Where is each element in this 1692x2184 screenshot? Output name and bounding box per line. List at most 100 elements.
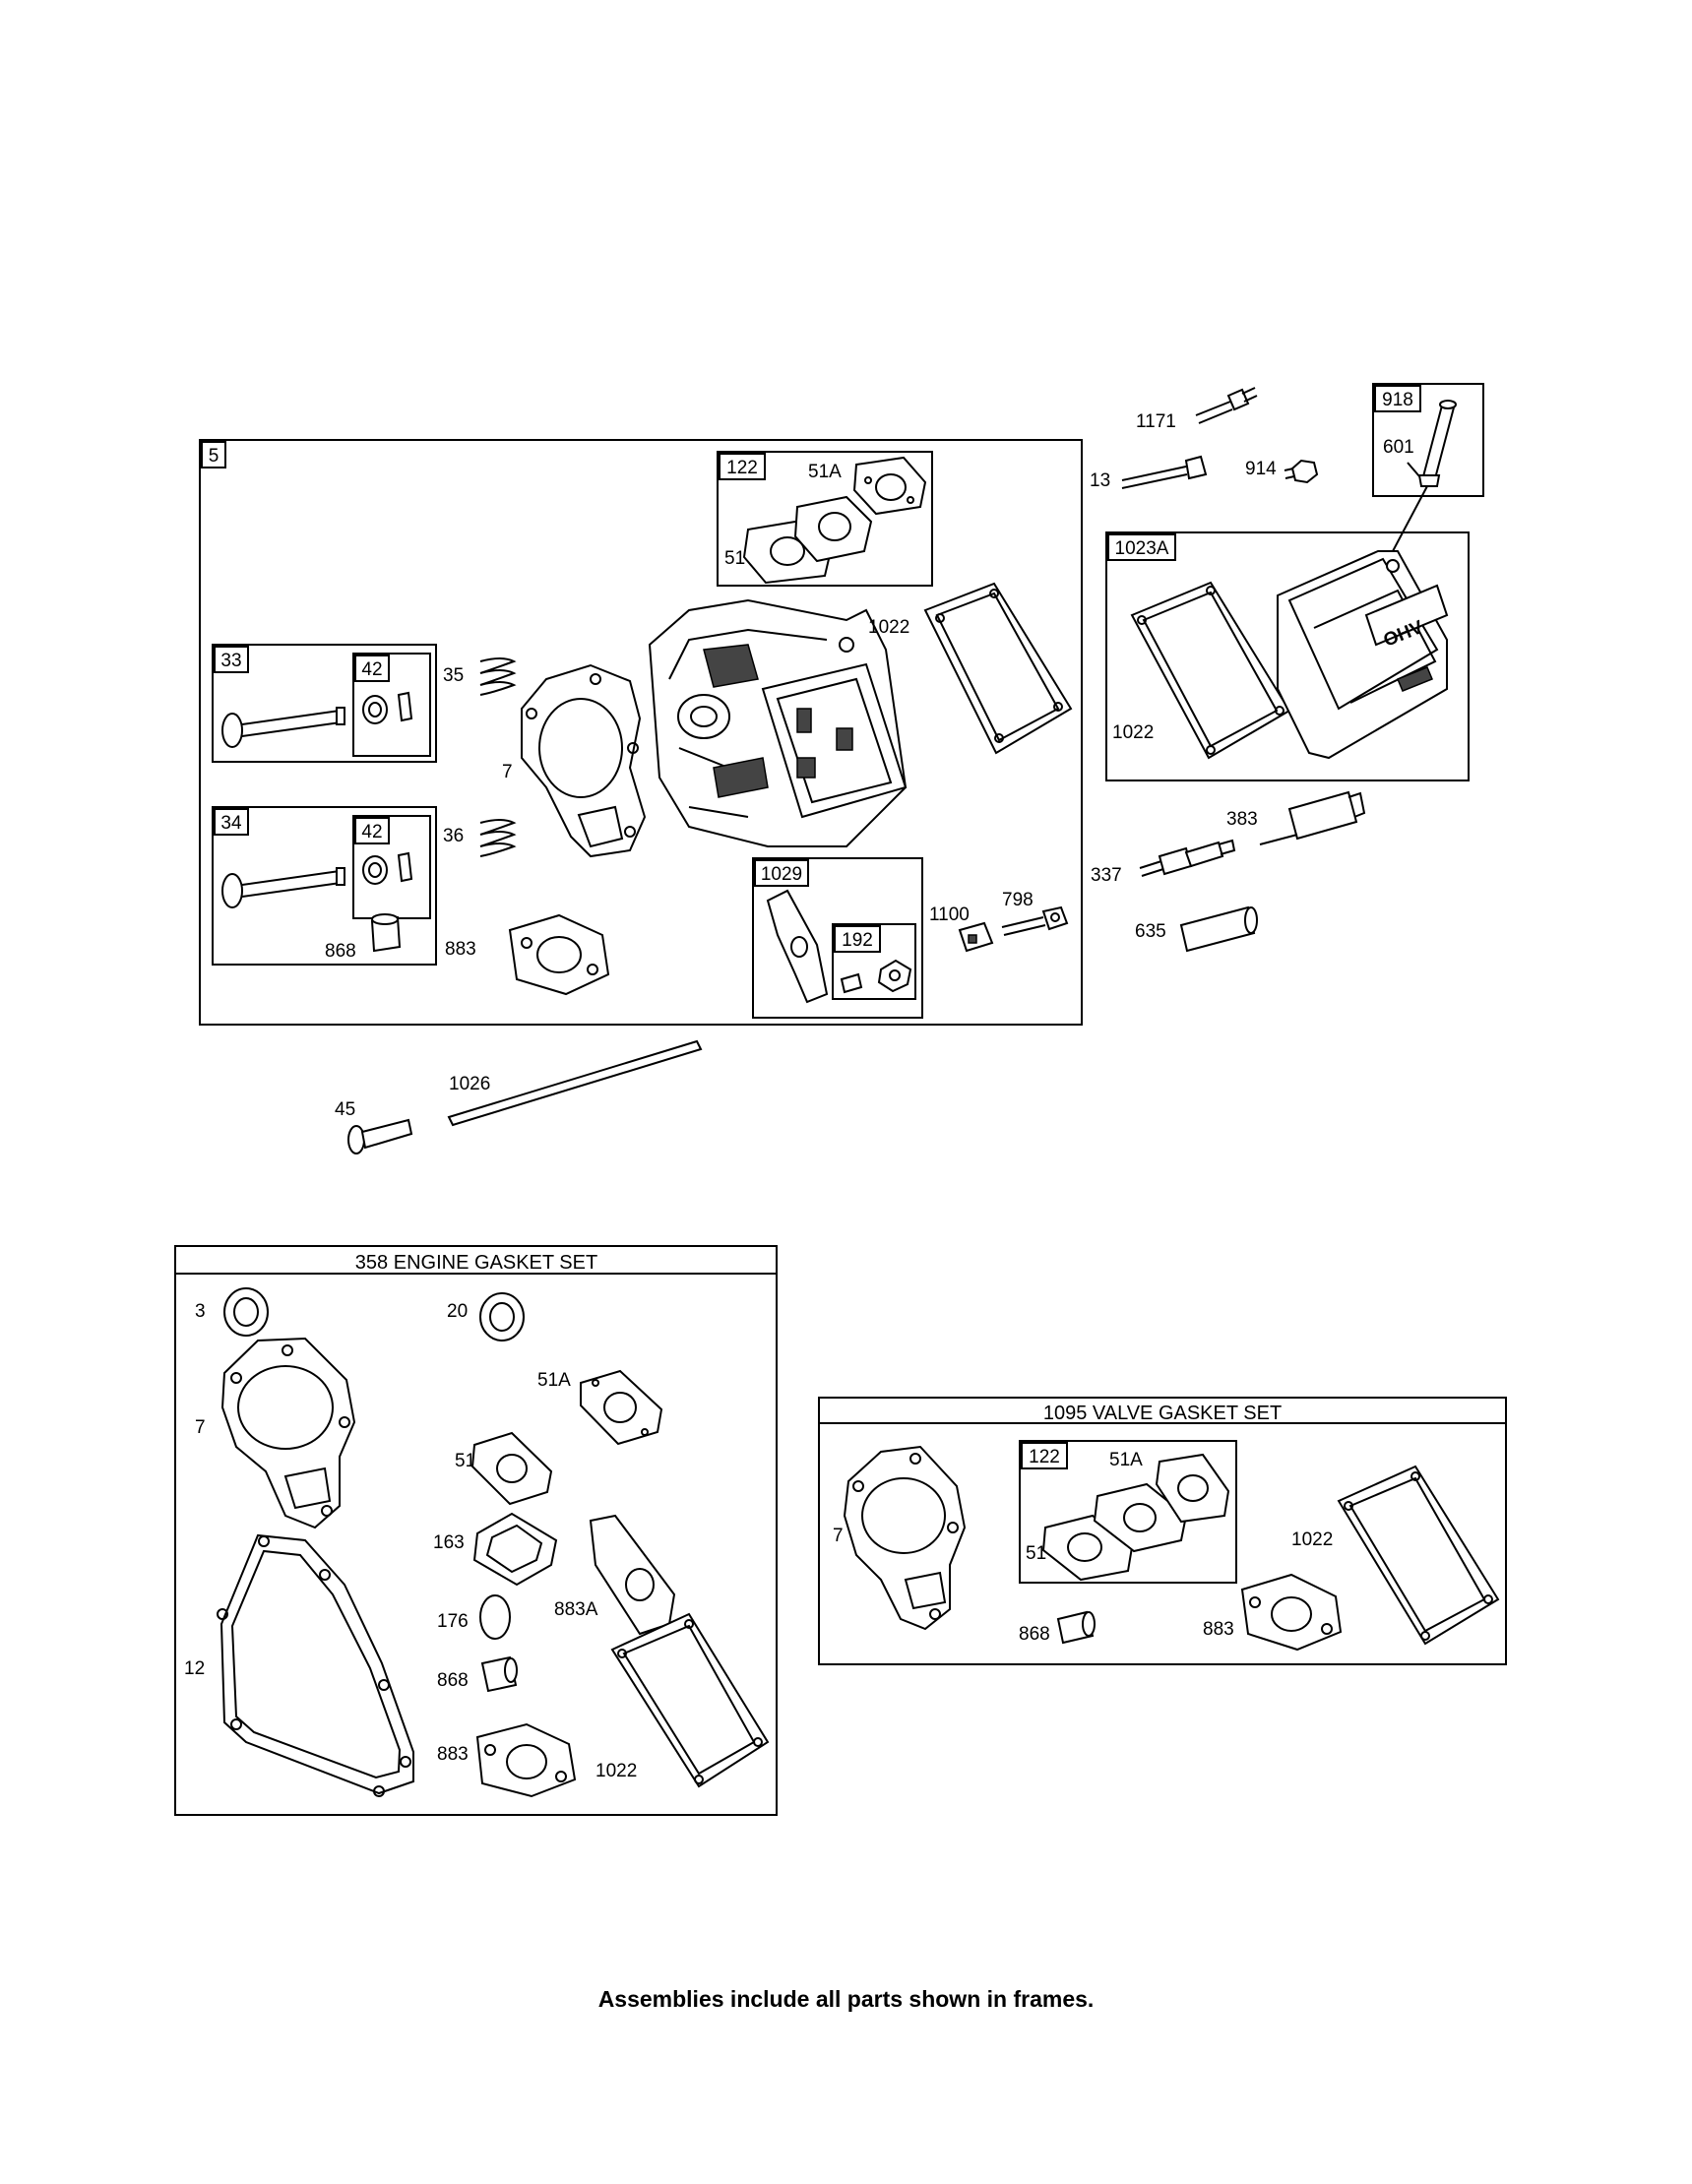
callout-914: 914 [1245, 459, 1277, 479]
callout-1026: 1026 [449, 1074, 490, 1094]
crankcase-gasket-part [217, 1533, 414, 1797]
vgs-callout-51a: 51A [1109, 1450, 1143, 1470]
egs-gasket-883-part [475, 1722, 577, 1798]
rocker-cover-gasket-part [923, 582, 1073, 755]
spark-plug-part [1139, 839, 1236, 877]
egs-gasket-51a-part [580, 1369, 663, 1446]
vgs-gasket-883-part [1240, 1573, 1343, 1652]
tag-breather-tube: 918 [1382, 390, 1413, 410]
engine-gasket-set-title: 358 ENGINE GASKET SET [355, 1252, 597, 1274]
seal-3-part [223, 1287, 269, 1337]
rocker-stud-part [1001, 905, 1069, 936]
vgs-callout-1022: 1022 [1291, 1529, 1333, 1550]
valve-cover-part: OHV [1277, 550, 1449, 760]
valve-spring-bottom [479, 819, 517, 857]
frame-valve-gasket-group [1019, 1440, 1237, 1584]
intake-gasket-part [742, 456, 927, 585]
callout-1100: 1100 [929, 905, 970, 925]
vgs-intake-gasket-part [1041, 1453, 1230, 1582]
callout-36: 36 [443, 826, 464, 846]
egs-callout-868: 868 [437, 1670, 469, 1691]
frame-valve-gasket-set [818, 1397, 1507, 1665]
frame-tag-exhaust-valve [214, 646, 249, 673]
tag-rocker-nut: 192 [842, 930, 873, 951]
frame-rocker-nut [832, 923, 916, 1000]
callout-1022-head: 1022 [868, 617, 909, 638]
egs-gasket-1022-part [610, 1612, 770, 1788]
frame-tag-rocker-nut [834, 925, 881, 953]
frame-tag-intake-valve [214, 808, 249, 836]
tag-intake-gaskets: 122 [726, 458, 758, 478]
valve-gasket-set-title: 1095 VALVE GASKET SET [1043, 1403, 1282, 1424]
intake-valve-part [221, 851, 413, 953]
egs-callout-3: 3 [195, 1301, 206, 1322]
frame-cylinder-head [199, 439, 1083, 1026]
egs-callout-883a: 883A [554, 1599, 598, 1620]
egs-sleeve-868-part [480, 1655, 518, 1693]
vgs-gasket-1022-part [1337, 1465, 1500, 1646]
footer-note: Assemblies include all parts shown in fr… [597, 1986, 1095, 2012]
callout-35: 35 [443, 665, 464, 686]
egs-head-gasket-part [220, 1337, 356, 1529]
callout-798: 798 [1002, 890, 1034, 910]
rocker-nut-part [840, 959, 912, 994]
tag-rocker-arm: 1029 [761, 864, 802, 885]
egs-gasket-163-part [472, 1512, 558, 1587]
breather-tube-part [1392, 400, 1457, 552]
frame-intake-valve [212, 806, 437, 966]
frame-tag-valve-gasket-group [1021, 1442, 1068, 1469]
callout-337: 337 [1091, 865, 1122, 886]
vgs-callout-868: 868 [1019, 1624, 1050, 1645]
sleeve-635-part [1179, 905, 1258, 953]
tappet-part [347, 1118, 413, 1154]
tag-cylinder-head: 5 [209, 446, 219, 467]
callout-883-head: 883 [445, 939, 476, 960]
vgs-callout-7: 7 [833, 1526, 844, 1546]
tag-retainer-a: 42 [361, 659, 382, 680]
egs-callout-176: 176 [437, 1611, 469, 1632]
frame-tag-breather-tube [1374, 385, 1421, 412]
frame-engine-gasket-set [174, 1245, 778, 1816]
tag-valve-gasket-group: 122 [1029, 1447, 1060, 1467]
tag-valve-cover: 1023A [1115, 538, 1169, 559]
rocker-stud-guide-part [958, 921, 994, 953]
valve-spring-top [479, 657, 517, 696]
rocker-arm-part [766, 889, 829, 1004]
egs-callout-12: 12 [184, 1658, 205, 1679]
spark-plug-wire-part [1259, 790, 1366, 845]
seal-20-part [479, 1292, 525, 1342]
frame-valve-cover [1105, 531, 1470, 781]
frame-tag-retainer-a [354, 655, 390, 682]
head-gasket-part [521, 663, 647, 858]
oring-176-part [479, 1594, 511, 1640]
frame-exhaust-valve [212, 644, 437, 763]
frame-retainer-a [352, 653, 431, 757]
frame-tag-rocker-arm [754, 859, 809, 887]
egs-gasket-51-part [470, 1431, 553, 1506]
frame-tag-valve-cover [1107, 533, 1176, 561]
callout-7-head: 7 [502, 762, 513, 782]
valve-cover-gasket-part [1130, 581, 1291, 760]
tag-retainer-b: 42 [361, 822, 382, 842]
egs-callout-20: 20 [447, 1301, 468, 1322]
egs-callout-51: 51 [455, 1451, 475, 1471]
vgs-callout-883: 883 [1203, 1619, 1234, 1640]
frame-rocker-arm [752, 857, 923, 1019]
vgs-head-gasket-part [843, 1445, 967, 1631]
egs-callout-163: 163 [433, 1532, 465, 1553]
intake-gasket-883-part [508, 913, 610, 996]
callout-13: 13 [1090, 470, 1110, 491]
push-rod-part [447, 1039, 703, 1127]
callout-635: 635 [1135, 921, 1166, 942]
vgs-callout-51: 51 [1026, 1543, 1046, 1564]
frame-intake-gaskets [717, 451, 933, 587]
callout-51-top: 51 [724, 548, 745, 569]
egs-callout-1022: 1022 [595, 1761, 637, 1781]
frame-tag-retainer-b [354, 817, 390, 844]
vgs-sleeve-868-part [1056, 1610, 1096, 1645]
egs-gasket-883a-part [589, 1514, 676, 1636]
frame-breather-tube [1372, 383, 1484, 497]
stud-1171-part [1195, 387, 1258, 424]
tag-exhaust-valve: 33 [220, 651, 241, 671]
